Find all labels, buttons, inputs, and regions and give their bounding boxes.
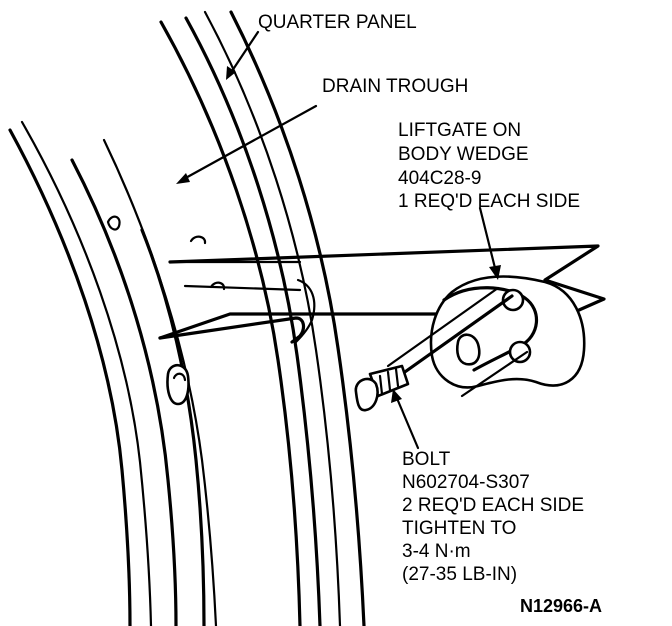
drain-trough-label: DRAIN TROUGH bbox=[322, 76, 468, 97]
wedge-label-line2: BODY WEDGE bbox=[398, 144, 529, 165]
bolt-tighten-label: TIGHTEN TO bbox=[402, 518, 516, 539]
bolt-torque-imperial: (27-35 LB-IN) bbox=[402, 564, 517, 585]
bolt bbox=[354, 286, 529, 412]
body-panel-lines bbox=[8, 10, 366, 626]
wedge-quantity: 1 REQ'D EACH SIDE bbox=[398, 191, 580, 212]
wedge-arrowhead bbox=[489, 265, 501, 280]
figure-id: N12966-A bbox=[520, 596, 602, 616]
wedge-plane bbox=[158, 244, 606, 344]
drain-trough-arrowhead bbox=[176, 173, 190, 184]
quarter-panel-label: QUARTER PANEL bbox=[258, 12, 417, 33]
leader-lines bbox=[176, 30, 501, 450]
bolt-quantity: 2 REQ'D EACH SIDE bbox=[402, 495, 584, 516]
bolt-arrowhead bbox=[391, 389, 402, 403]
bolt-part-number: N602704-S307 bbox=[402, 472, 530, 493]
bolt-label-line1: BOLT bbox=[402, 449, 451, 470]
wedge-part-number: 404C28-9 bbox=[398, 168, 481, 189]
wedge-label-line1: LIFTGATE ON bbox=[398, 120, 521, 141]
body-wedge bbox=[429, 275, 586, 389]
bolt-torque-metric: 3-4 N·m bbox=[402, 541, 471, 562]
quarter-panel-arrowhead bbox=[226, 66, 236, 80]
rivets bbox=[106, 215, 226, 406]
